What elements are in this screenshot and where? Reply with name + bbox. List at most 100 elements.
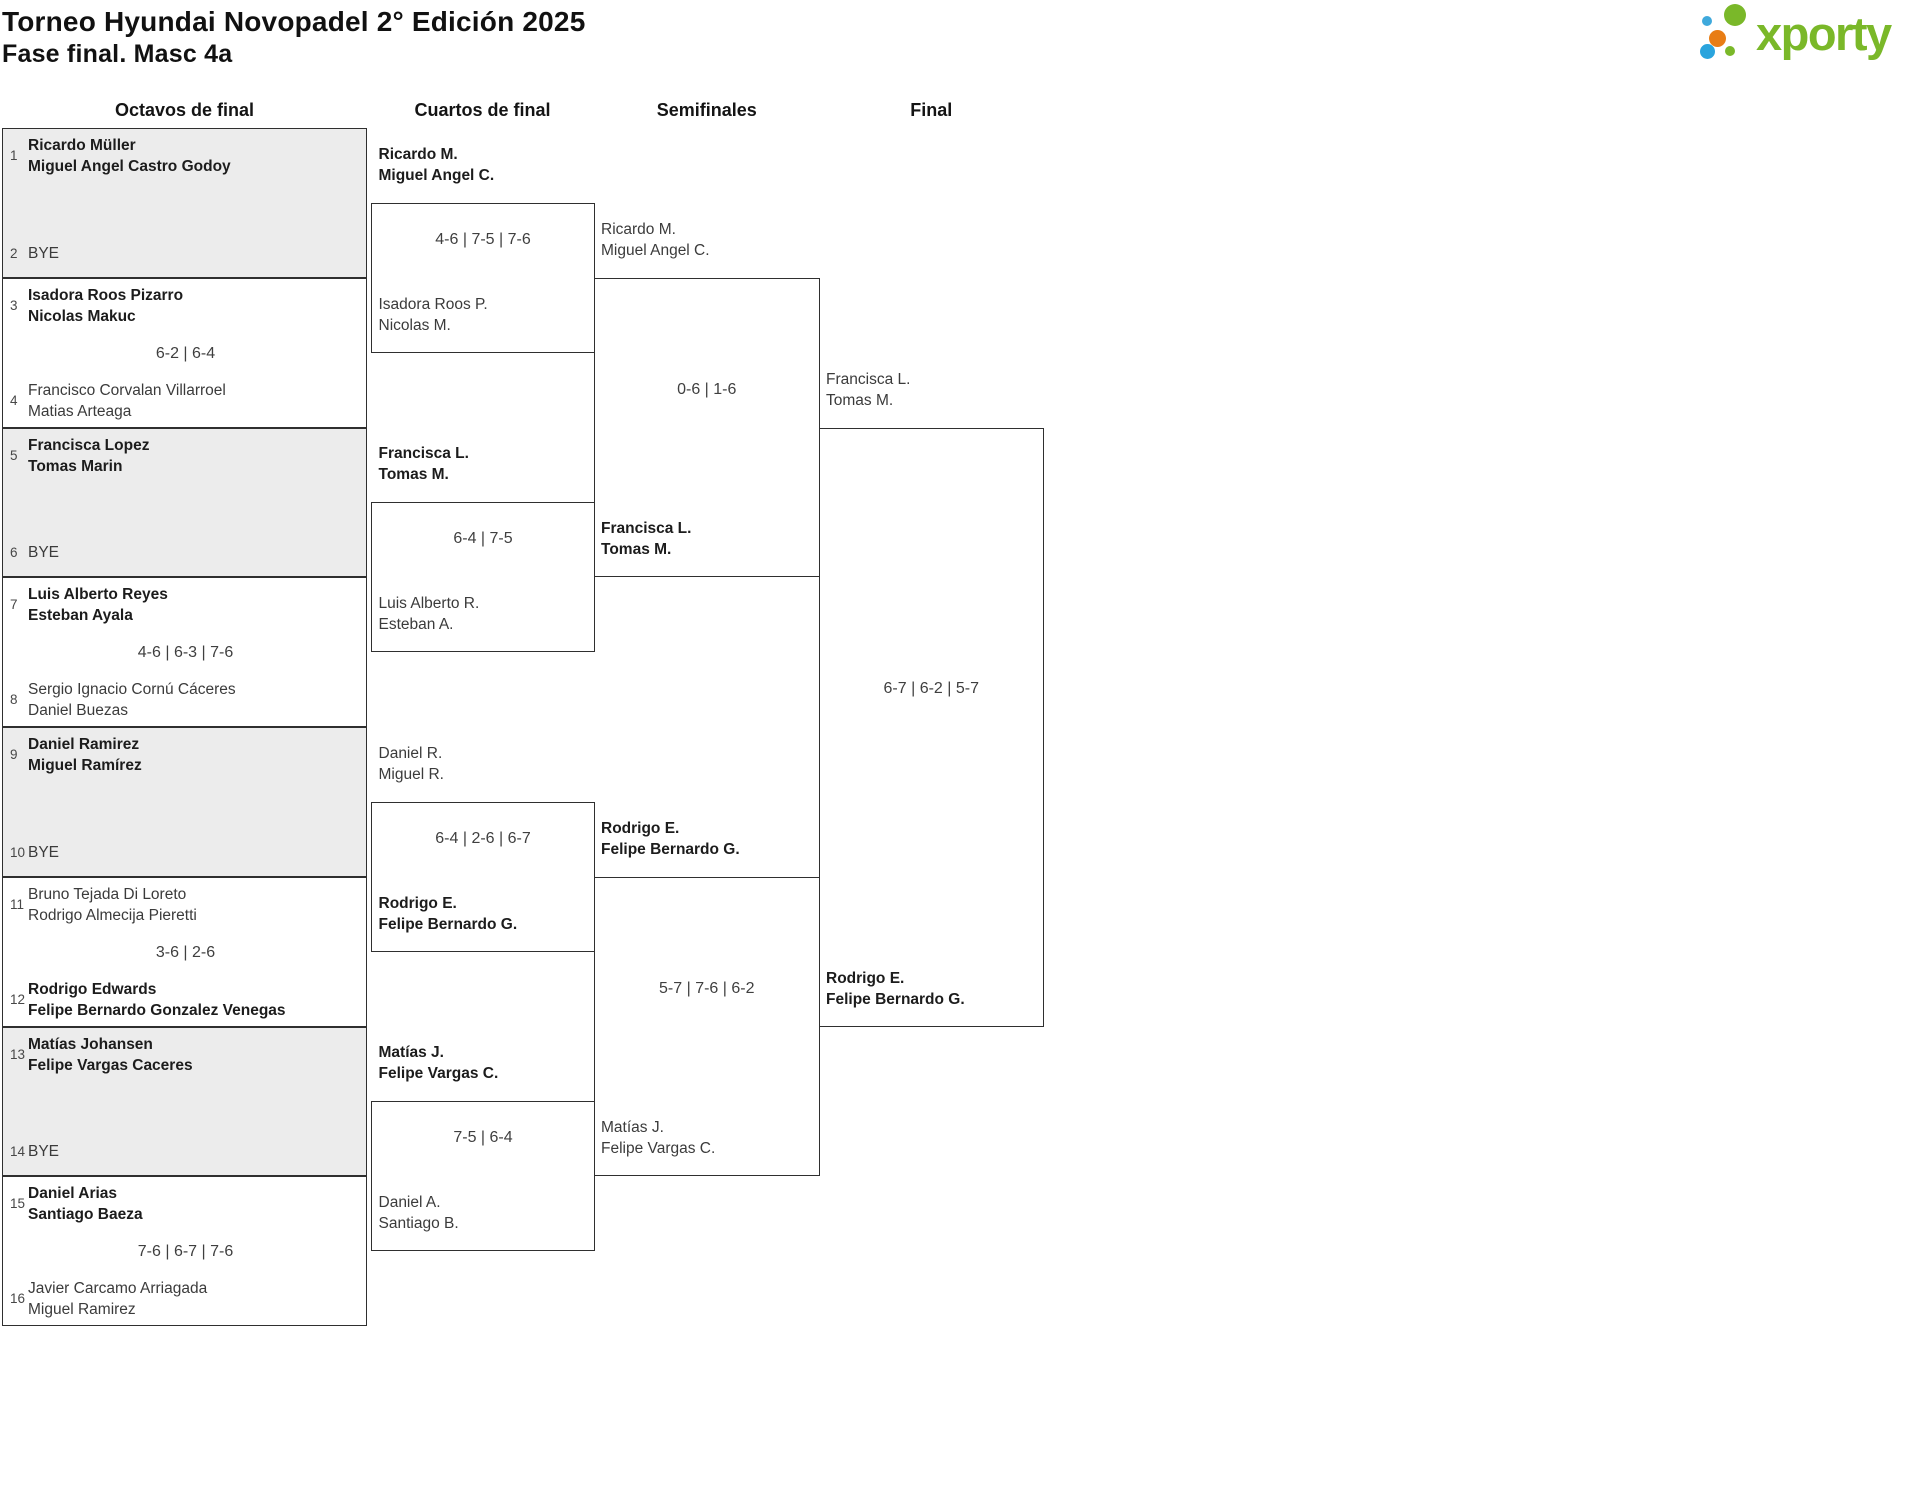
team-names: Rodrigo E.Felipe Bernardo G. (379, 893, 518, 935)
team-name: Matías J. (378, 1044, 444, 1062)
logo-wordmark: xporty (1756, 7, 1892, 60)
team-name: Felipe Bernardo G. (826, 990, 965, 1008)
team-name: Ricardo M. (601, 220, 676, 238)
logo-dot-blue-medium-icon (1700, 44, 1715, 59)
team-name: Francisco Corvalan Villarroel (28, 381, 226, 399)
team-name: Esteban A. (378, 616, 454, 634)
logo-dot-blue-small-icon (1702, 16, 1712, 26)
round-header-3: Final (910, 100, 953, 120)
team-name: Luis Alberto R. (378, 595, 480, 613)
team-names: Ricardo M. Miguel Angel C. (379, 144, 495, 186)
team-names: Matías J.Felipe Vargas C. (601, 1117, 715, 1159)
team-name: Matias Arteaga (28, 402, 132, 420)
team-names: Francisca L.Tomas M. (601, 518, 691, 560)
seed-number: 11 (10, 896, 25, 912)
team-name: Santiago Baeza (28, 1206, 143, 1224)
team-name: Miguel Angel C. (378, 166, 495, 184)
team-name: Luis Alberto Reyes (28, 586, 168, 604)
seed-number: 12 (10, 991, 26, 1007)
seed-number: 13 (10, 1046, 26, 1062)
seed-number: 5 (10, 447, 18, 463)
team-names: Rodrigo E. Felipe Bernardo G. (826, 968, 965, 1010)
team-name: Miguel R. (378, 765, 444, 783)
round-header-2: Semifinales (656, 100, 757, 120)
final-match-box (818, 427, 1044, 1027)
team-name: Bruno Tejada Di Loreto (28, 885, 187, 903)
seed-number: 16 (10, 1291, 26, 1306)
team-name: Miguel Ramirez (28, 1301, 136, 1318)
seed-number: 2 (10, 245, 18, 261)
team-name: Miguel Angel Castro Godoy (28, 158, 231, 175)
match-score: 5-7 | 7-6 | 6-2 (659, 979, 755, 997)
bye-label: BYE (28, 1143, 60, 1161)
match-score: 6-7 | 6-2 | 5-7 (883, 680, 979, 697)
match-score: 6-2 | 6-4 (155, 344, 216, 362)
page-subtitle: Fase final. Masc 4a (2, 40, 233, 68)
team-name: Daniel R. (378, 744, 443, 762)
bye-label: BYE (28, 843, 60, 861)
seed-number: 10 (10, 844, 26, 860)
match-score: 3-6 | 2-6 (155, 943, 216, 961)
round-header-1: Cuartos de final (414, 100, 551, 120)
bye-label: BYE (28, 544, 60, 562)
logo-dot-green-large-icon (1724, 4, 1746, 26)
team-name: Felipe Vargas C. (378, 1065, 499, 1083)
team-name: Daniel Ramirez (28, 736, 140, 753)
team-names: Daniel A.Santiago B. (379, 1192, 459, 1234)
team-name: Rodrigo E. (826, 969, 905, 987)
page-title: Torneo Hyundai Novopadel 2° Edición 2025 (2, 6, 586, 37)
team-name: Miguel Ramírez (28, 757, 142, 774)
team-names: Francisca L. Tomas M. (379, 443, 469, 485)
cuartos-match-box (371, 1101, 595, 1252)
bye-label: BYE (28, 244, 60, 262)
match-score: 0-6 | 1-6 (677, 380, 737, 398)
team-name: Rodrigo Almecija Pieretti (28, 906, 197, 924)
match-score: 7-6 | 6-7 | 7-6 (137, 1243, 234, 1261)
team-name: Sergio Ignacio Cornú Cáceres (28, 681, 236, 698)
team-name: Tomas Marin (28, 457, 123, 475)
team-names: Isadora Roos P. Nicolas M. (379, 294, 488, 336)
team-name: Felipe Vargas C. (601, 1140, 716, 1158)
team-name: Isadora Roos Pizarro (28, 286, 184, 304)
team-name: Felipe Vargas Caceres (28, 1056, 193, 1074)
team-name: Isadora Roos P. (378, 295, 488, 313)
team-name: Matías Johansen (28, 1035, 153, 1053)
seed-number: 3 (10, 297, 18, 313)
seed-number: 1 (10, 148, 18, 163)
team-name: Tomas M. (826, 391, 894, 409)
xporty-logo: xporty (1696, 0, 1920, 70)
team-name: Daniel A. (378, 1194, 441, 1212)
logo-dot-green-small-icon (1725, 46, 1735, 56)
team-name: Francisca Lopez (28, 436, 150, 454)
team-name: Francisca L. (378, 445, 469, 463)
team-names: Francisca L. Tomas M. (826, 369, 910, 411)
team-name: Felipe Bernardo G. (378, 915, 518, 933)
seed-number: 7 (10, 597, 18, 613)
team-name: Nicolas M. (378, 316, 451, 334)
team-name: Daniel Buezas (28, 702, 128, 719)
team-name: Felipe Bernardo Gonzalez Venegas (28, 1001, 286, 1019)
match-score: 4-6 | 6-3 | 7-6 (137, 644, 234, 662)
match-score: 6-4 | 2-6 | 6-7 (435, 829, 531, 847)
seed-number: 6 (10, 545, 18, 561)
seed-number: 8 (10, 692, 18, 707)
team-name: Francisca L. (826, 370, 911, 388)
team-names: Luis Alberto R. Esteban A. (379, 593, 480, 635)
team-name: Tomas M. (378, 466, 449, 484)
team-name: Ricardo M. (378, 145, 458, 163)
team-name: Javier Carcamo Arriagada (28, 1280, 208, 1297)
